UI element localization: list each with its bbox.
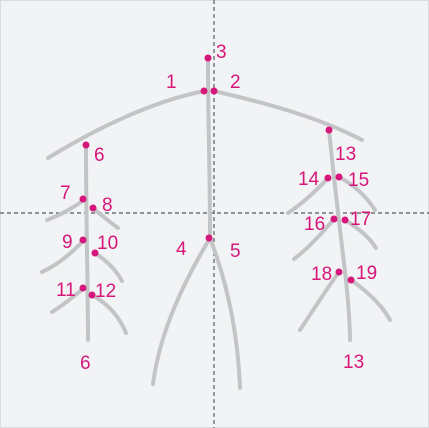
label-1: 1 bbox=[166, 72, 177, 93]
label-13-top: 13 bbox=[335, 144, 356, 165]
point-11 bbox=[79, 284, 87, 292]
right-stroke-15 bbox=[337, 175, 377, 212]
label-9: 9 bbox=[62, 232, 73, 253]
right-leg-stroke bbox=[208, 236, 242, 390]
right-stroke-14 bbox=[286, 176, 330, 215]
label-11: 11 bbox=[56, 280, 76, 301]
label-7: 7 bbox=[60, 183, 71, 204]
label-6-bottom: 6 bbox=[80, 353, 91, 374]
left-stroke-9 bbox=[40, 238, 86, 274]
left-stroke-7 bbox=[45, 198, 86, 222]
point-14 bbox=[324, 174, 332, 182]
point-9 bbox=[79, 236, 87, 244]
label-2: 2 bbox=[230, 72, 241, 93]
left-leg-stroke bbox=[151, 236, 212, 386]
right-stroke-17 bbox=[343, 218, 378, 250]
point-6 bbox=[82, 141, 90, 149]
point-8 bbox=[89, 204, 97, 212]
label-17: 17 bbox=[350, 209, 371, 230]
point-16 bbox=[330, 215, 338, 223]
label-8: 8 bbox=[102, 195, 113, 216]
label-4: 4 bbox=[176, 239, 187, 260]
central-stem-stroke bbox=[206, 56, 212, 240]
point-3 bbox=[204, 54, 212, 62]
point-2 bbox=[210, 87, 218, 95]
label-19: 19 bbox=[356, 263, 377, 284]
point-17 bbox=[341, 216, 349, 224]
label-16: 16 bbox=[304, 214, 325, 235]
label-13-bottom: 13 bbox=[343, 352, 364, 373]
right-stroke-18 bbox=[298, 270, 341, 332]
label-18: 18 bbox=[311, 264, 332, 285]
label-15: 15 bbox=[348, 170, 369, 191]
right-sub-vertical-stroke bbox=[327, 128, 352, 342]
point-10 bbox=[91, 249, 99, 257]
point-18 bbox=[335, 268, 343, 276]
right-stroke-16 bbox=[292, 217, 336, 261]
point-7 bbox=[79, 195, 87, 203]
point-4-5 bbox=[205, 234, 213, 242]
roof-left-stroke bbox=[46, 89, 206, 160]
roof-right-stroke bbox=[212, 89, 364, 142]
left-stroke-12 bbox=[90, 293, 128, 335]
label-14: 14 bbox=[298, 169, 320, 190]
left-stroke-10 bbox=[93, 251, 124, 283]
label-5: 5 bbox=[230, 241, 241, 262]
label-3: 3 bbox=[216, 42, 227, 63]
label-6-top: 6 bbox=[94, 145, 105, 166]
left-sub-vertical-stroke bbox=[84, 143, 90, 342]
point-12 bbox=[88, 291, 96, 299]
label-12: 12 bbox=[95, 281, 116, 302]
point-1 bbox=[200, 87, 208, 95]
right-stroke-19 bbox=[349, 278, 392, 322]
label-10: 10 bbox=[97, 233, 118, 254]
point-15 bbox=[335, 173, 343, 181]
point-19 bbox=[347, 276, 355, 284]
point-13 bbox=[325, 126, 333, 134]
